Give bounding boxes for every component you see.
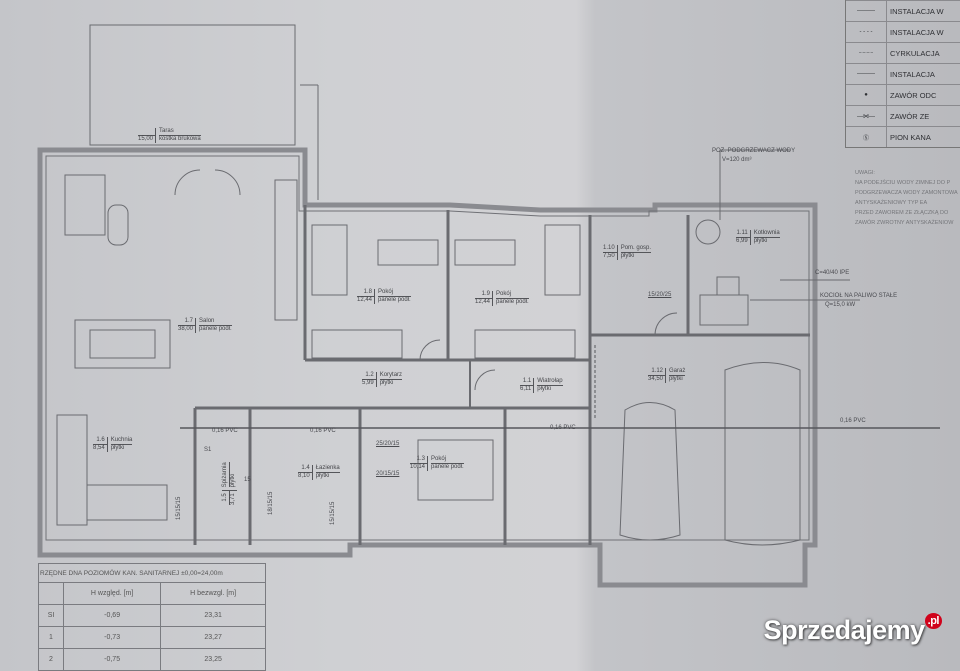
table-header-row: H względ. [m]H bezwzgl. [m] [38, 582, 266, 605]
notes: UWAGI: NA PODEJŚCIU WODY ZIMNEJ DO P POD… [855, 168, 958, 228]
heater-volume: V=120 dm³ [722, 157, 752, 163]
duct-label: 25/20/15 [376, 441, 400, 447]
note-line: NA PODEJŚCIU WODY ZIMNEJ DO P [855, 180, 951, 186]
note-line: ANTYSKAŻENIOWY TYP EA [855, 200, 928, 206]
table-caption: RZĘDNE DNA POZIOMÓW KAN. SANITARNEJ ±0,0… [38, 563, 266, 583]
car-right [724, 362, 801, 546]
dash-dot-line-icon: -·-·-·- [846, 43, 887, 63]
sewer-levels-table: RZĘDNE DNA POZIOMÓW KAN. SANITARNEJ ±0,0… [38, 563, 266, 671]
pipe-label: 0,16 PVC [550, 425, 576, 431]
dot-icon: ● [846, 85, 887, 105]
watermark-logo: Sprzedajemy.pl [764, 613, 942, 646]
pipe-label: 0,16 PVC [212, 428, 238, 434]
legend-row: -·-·-·-CYRKULACJA [846, 42, 960, 63]
circle-s1-icon: Ⓢ [846, 127, 887, 147]
car-left [619, 402, 681, 541]
legend-row: —⋈—ZAWÓR ZE [846, 105, 960, 126]
legend-row: ———INSTALACJA W [846, 0, 960, 21]
valve-icon: —⋈— [846, 106, 887, 126]
legend-row: - - - -INSTALACJA W [846, 21, 960, 42]
solid-line-icon: ——— [846, 1, 887, 21]
boiler-power: Q=15,0 kW [825, 302, 856, 308]
duct-label: 15/15/15 [176, 496, 182, 520]
boiler-label: KOCIOŁ NA PALIWO STAŁE [820, 293, 898, 299]
note-line: ZAWÓR ZWROTNY ANTYSKAŻENIOW [855, 220, 954, 226]
chimney-label: C=40/40 IPE [815, 270, 850, 276]
note-line: PRZED ZAWOREM ZE ZŁĄCZKĄ DO [855, 210, 949, 216]
duct-label: 15/20/25 [648, 292, 672, 298]
heater-label: POZ. PODGRZEWACZ WODY [712, 148, 796, 154]
outer-walls [37, 147, 818, 588]
pipe-label: 0,16 PVC [310, 428, 336, 434]
duct-label: 18/15/15 [268, 491, 274, 515]
duct-label: 20/15/15 [376, 471, 400, 477]
duct-label: 15/15/15 [330, 501, 336, 525]
note-line: UWAGI: [855, 170, 875, 176]
note-line: PODGRZEWACZA WODY ZAMONTOWA [855, 190, 958, 196]
pipe-label: 0,16 PVC [840, 418, 866, 424]
dimension-label: 15 [244, 477, 251, 483]
legend-row: ●ZAWÓR ODC [846, 84, 960, 105]
installation-legend: ———INSTALACJA W - - - -INSTALACJA W -·-·… [845, 0, 960, 148]
solid-line-icon: ——— [846, 64, 887, 84]
dashed-line-icon: - - - - [846, 22, 887, 42]
legend-row: ———INSTALACJA [846, 63, 960, 84]
sewer-riser-label: S1 [204, 447, 212, 453]
terrace-outline [89, 24, 296, 146]
